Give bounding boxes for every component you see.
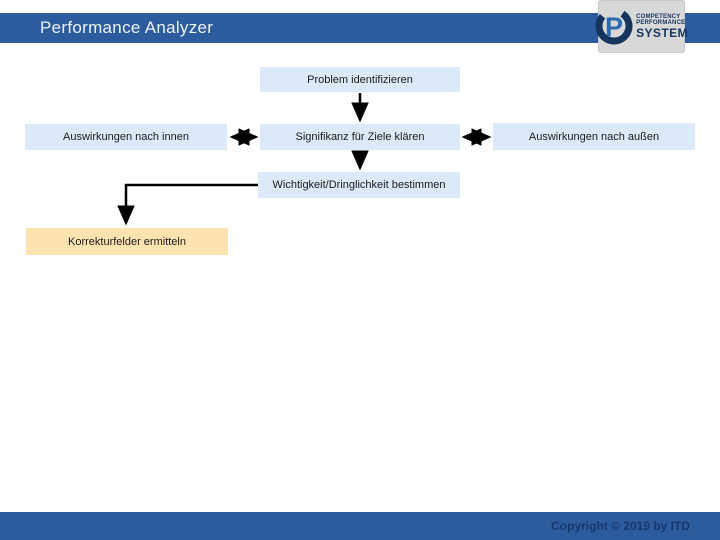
logo-line-system: SYSTEM [636,26,688,40]
copyright-text: Copyright © 2019 by ITD [551,519,690,533]
logo-line-competency: COMPETENCY [636,14,681,20]
node-label: Problem identifizieren [307,73,413,86]
elbow-wichtigkeit-to-korrektur [117,183,258,226]
flowchart: Problem identifizieren Auswirkungen nach… [25,67,695,255]
node-korrekturfelder-ermitteln: Korrekturfelder ermitteln [26,228,228,255]
logo-p-swoosh-icon: P [595,7,633,44]
flow-connectors [117,93,492,226]
logo-line-performance: PERFORMANCE [636,20,686,26]
footer-bar: Copyright © 2019 by ITD [0,512,720,540]
logo-text-block: COMPETENCY PERFORMANCE SYSTEM [636,14,688,39]
node-label: Auswirkungen nach außen [528,130,660,143]
svg-text:P: P [605,12,623,42]
node-wichtigkeit-dringlichkeit: Wichtigkeit/Dringlichkeit bestimmen [258,172,460,198]
node-auswirkungen-nach-aussen: Auswirkungen nach außen [493,123,695,150]
node-auswirkungen-nach-innen: Auswirkungen nach innen [25,124,227,150]
node-label: Korrekturfelder ermitteln [68,235,186,248]
company-logo: P COMPETENCY PERFORMANCE SYSTEM [595,0,688,53]
node-label: Wichtigkeit/Dringlichkeit bestimmen [272,179,446,191]
node-label: Signifikanz für Ziele klären [295,131,425,143]
slide-title: Performance Analyzer [40,18,214,37]
node-problem-identifizieren: Problem identifizieren [260,67,460,92]
node-label: Auswirkungen nach innen [63,131,189,143]
node-signifikanz-fuer-ziele: Signifikanz für Ziele klären [260,124,460,150]
